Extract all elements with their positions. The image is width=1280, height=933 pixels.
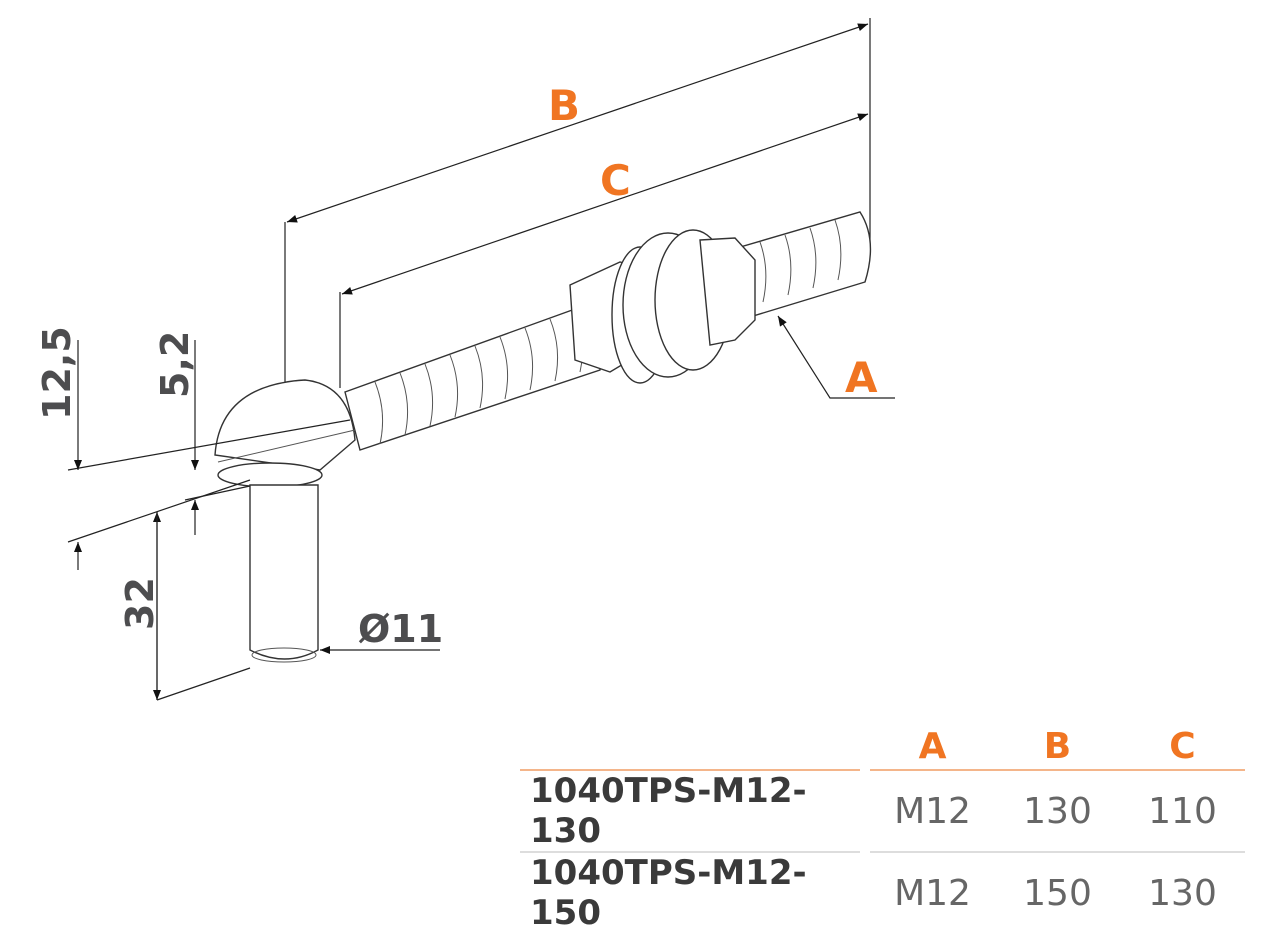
thread-leader-a: A	[777, 315, 895, 402]
dimension-line-c	[341, 113, 869, 295]
head-height-dimension: 12,5	[35, 326, 351, 570]
dim-pin-length: 32	[118, 577, 162, 630]
collar-height-dimension: 5,2	[153, 331, 251, 535]
cell-a: M12	[870, 769, 995, 852]
dim-collar-height: 5,2	[153, 331, 197, 398]
extension-lines	[284, 18, 871, 392]
header-b: B	[1043, 726, 1072, 767]
product-code: 1040TPS-M12-150	[520, 851, 860, 933]
dim-pin-diameter: Ø11	[358, 607, 443, 651]
dim-head-height: 12,5	[35, 326, 79, 420]
cell-a: M12	[870, 851, 995, 933]
table-row: 1040TPS-M12-130 M12 130 110	[520, 769, 1245, 852]
cell-c: 110	[1120, 769, 1245, 852]
pin-diameter-dimension: Ø11	[320, 607, 443, 654]
product-code: 1040TPS-M12-130	[520, 769, 860, 852]
cell-b: 150	[995, 851, 1120, 933]
threaded-shank	[344, 211, 872, 451]
label-c: C	[600, 156, 631, 205]
header-a: A	[918, 726, 947, 767]
rounded-head	[214, 379, 356, 488]
header-c: C	[1169, 726, 1196, 767]
pin-length-dimension: 32	[118, 512, 251, 701]
cell-b: 130	[995, 769, 1120, 852]
technical-drawing: B C 12,5	[35, 18, 895, 701]
table-row: 1040TPS-M12-150 M12 150 130	[520, 851, 1245, 933]
table-header-row: A B C	[520, 720, 1245, 770]
dimensions-table: A B C 1040TPS-M12-130 M12 130 110 1040TP…	[520, 720, 1245, 933]
label-a: A	[845, 353, 878, 402]
pin	[249, 484, 319, 663]
cell-c: 130	[1120, 851, 1245, 933]
nut-assembly	[569, 229, 756, 384]
label-b: B	[548, 81, 580, 130]
